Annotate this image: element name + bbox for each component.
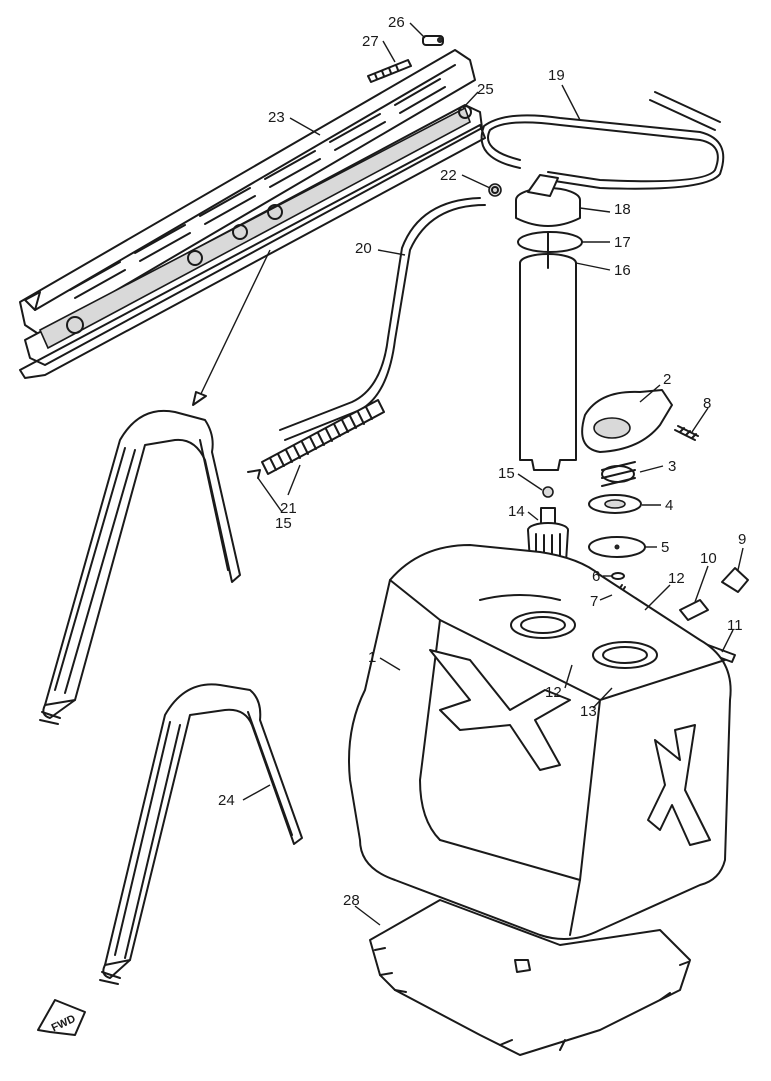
callout-16: 16 bbox=[614, 262, 631, 279]
callout-17: 17 bbox=[614, 234, 631, 251]
callout-28: 28 bbox=[343, 892, 360, 909]
callout-27: 27 bbox=[362, 33, 379, 50]
callout-20: 20 bbox=[355, 240, 372, 257]
callout-11: 11 bbox=[727, 617, 743, 634]
fwd-arrow: FWD bbox=[37, 999, 86, 1036]
callout-12-upper: 12 bbox=[668, 570, 685, 587]
part-17-oring bbox=[517, 231, 583, 253]
part-18-cap bbox=[515, 174, 581, 227]
callout-15-left: 15 bbox=[275, 515, 292, 532]
callout-10: 10 bbox=[700, 550, 717, 567]
part-24-bracket-upper bbox=[39, 409, 241, 725]
callout-8: 8 bbox=[703, 395, 711, 412]
callout-9: 9 bbox=[738, 531, 746, 548]
callout-24: 24 bbox=[218, 792, 235, 809]
callout-26: 26 bbox=[388, 14, 405, 31]
part-15-clip-right bbox=[542, 486, 554, 498]
part-4-seal bbox=[588, 494, 642, 514]
callout-22: 22 bbox=[440, 167, 457, 184]
part-1-fuel-tank bbox=[348, 544, 732, 940]
part-9-clip bbox=[721, 567, 749, 593]
callout-13: 13 bbox=[580, 703, 597, 720]
callout-23: 23 bbox=[268, 109, 285, 126]
part-2-filler-cap bbox=[581, 389, 673, 453]
callout-3: 3 bbox=[668, 458, 676, 475]
callout-4: 4 bbox=[665, 497, 673, 514]
part-22-clamp bbox=[488, 183, 502, 197]
callout-6: 6 bbox=[592, 568, 600, 585]
leader-lines bbox=[192, 22, 744, 926]
part-19-hose bbox=[480, 91, 725, 190]
part-24-bracket-lower bbox=[99, 683, 303, 985]
callout-7: 7 bbox=[590, 593, 598, 610]
part-8-spring-pin bbox=[674, 425, 699, 441]
part-21-ribbed-hose bbox=[261, 399, 385, 475]
part-6-washer bbox=[611, 572, 625, 580]
part-28-base-plate bbox=[369, 899, 691, 1056]
callout-18: 18 bbox=[614, 201, 631, 218]
part-26-pin bbox=[422, 35, 444, 46]
part-15-clip-left bbox=[247, 469, 261, 479]
callout-14: 14 bbox=[508, 503, 525, 520]
callout-1: 1 bbox=[368, 649, 376, 666]
callout-19: 19 bbox=[548, 67, 565, 84]
callout-12-lower: 12 bbox=[545, 684, 562, 701]
part-27-bolt bbox=[367, 59, 412, 83]
callout-25: 25 bbox=[477, 81, 494, 98]
part-10-plate bbox=[679, 599, 709, 621]
callout-2: 2 bbox=[663, 371, 671, 388]
part-16-pickup-tube bbox=[519, 231, 577, 471]
callout-5: 5 bbox=[661, 539, 669, 556]
callout-21: 21 bbox=[280, 500, 297, 517]
callout-15-right: 15 bbox=[498, 465, 515, 482]
part-3-spring bbox=[601, 461, 636, 487]
part-23-top-rail bbox=[19, 49, 476, 336]
part-20-fuel-line bbox=[279, 197, 486, 441]
callout-labels: 1 2 3 4 5 6 7 8 9 10 11 12 12 13 14 15 1… bbox=[218, 14, 746, 909]
part-5-gasket bbox=[588, 536, 646, 558]
